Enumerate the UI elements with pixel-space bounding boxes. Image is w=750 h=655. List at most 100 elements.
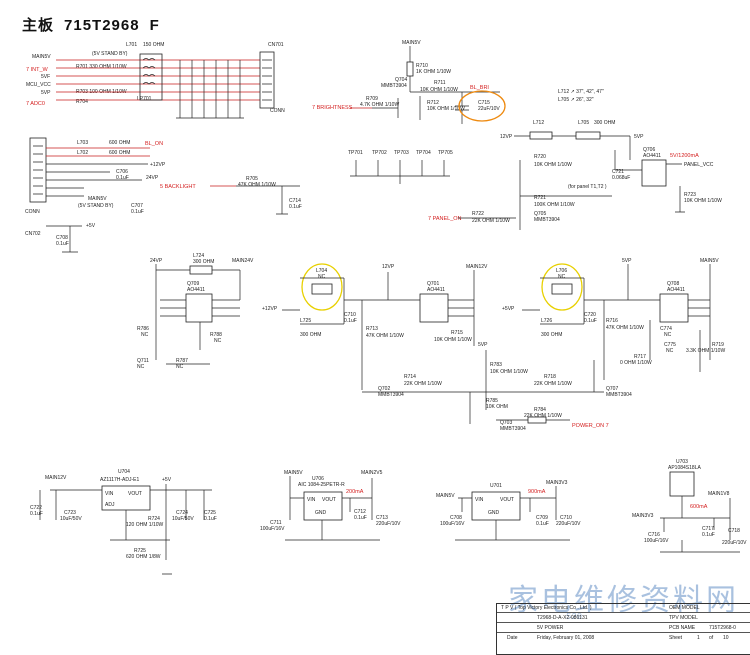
lp701-coil <box>139 53 163 101</box>
val-r719: 3.3K OHM 1/10W <box>686 348 725 354</box>
cur-panel: 5V/1200mA <box>670 153 699 159</box>
lbl-q704: Q704 <box>395 77 407 83</box>
u704-vin: VIN <box>105 491 114 497</box>
u706-body <box>303 491 343 521</box>
bus-wires <box>56 59 260 101</box>
lbl-r715: R715 <box>451 330 463 336</box>
lbl-r701: R701 330 OHM 1/10W <box>76 64 127 70</box>
lbl-r717: R717 <box>634 354 646 360</box>
cur-u703: 600mA <box>690 504 708 510</box>
net-main5v-2: MAIN5V <box>402 40 421 46</box>
l712-body <box>529 131 553 140</box>
net-adc0: 7 ADC0 <box>26 101 45 107</box>
lbl-q705: Q705 <box>534 211 546 217</box>
val-r786: NC <box>141 332 149 338</box>
u701-vout: VOUT <box>500 497 514 503</box>
tb-sheet-label: Sheet <box>669 635 683 641</box>
panel-vcc-block: L712 L705 300 OHM 12VP 5VP Q706 AO4411 5… <box>428 120 722 230</box>
lbl-l705: L705 <box>578 120 589 126</box>
lbl-l725: L725 <box>300 318 311 324</box>
power-on-drive: 5VP R783 10K OHM 1/10W R714 22K OHM 1/10… <box>361 342 632 432</box>
lbl-r711: R711 <box>434 80 446 86</box>
net-main24v: MAIN24V <box>232 258 254 264</box>
val-r718: 22K OHM 1/10W <box>534 381 572 387</box>
val-l726: 300 OHM <box>541 332 562 338</box>
cn701-block: MAIN5V 7 INT_W 5VF MCU_VCC 5VP 7 ADC0 R7… <box>26 42 285 119</box>
switch-12v: L704 NC +12VP L725 300 OHM 12VP MAIN12V … <box>262 263 488 360</box>
net-plus12v: +12VP <box>262 306 278 312</box>
val-c708: 0.1uF <box>56 241 69 247</box>
r710-body <box>406 61 414 77</box>
lbl-q703: Q703 <box>500 420 512 426</box>
cn701-pins <box>262 59 272 101</box>
val-r787: NC <box>176 364 184 370</box>
val-c707: 0.1uF <box>131 209 144 215</box>
val-u706: AIC 1084-25PETR-R <box>298 482 345 488</box>
u704-vout: VOUT <box>128 491 142 497</box>
val-c710b: 220uF/10V <box>556 521 581 527</box>
val-q702: MMBT3904 <box>378 392 404 398</box>
lbl-l726: L726 <box>541 318 552 324</box>
reg-u704: MAIN12V U704 AZ1117H-ADJ-E1 VIN VOUT ADJ… <box>30 469 217 575</box>
w-cn702 <box>46 163 148 253</box>
net-bl-bri: BL_BRI <box>470 85 489 91</box>
net-backlight: 5 BACKLIGHT <box>160 184 196 190</box>
val-r725: 620 OHM 1/8W <box>126 554 161 560</box>
lbl-r710: R710 <box>416 63 428 69</box>
val-c708b: 100uF/16V <box>440 521 465 527</box>
tb-row-company: T P V ( Top Victory Electronics Co . Ltd… <box>497 604 750 613</box>
w-q706 <box>614 136 682 171</box>
val-l703: 600 OHM <box>109 140 130 146</box>
net-main5v-cn: MAIN5V <box>88 196 107 202</box>
brightness-block: MAIN5V R710 1K OHM 1/10W Q704 MMBT3904 R… <box>312 40 506 124</box>
lbl-c720: C720 <box>584 312 596 318</box>
q701-body <box>419 293 449 323</box>
net-12vp: 12VP <box>500 134 513 140</box>
highlight-l704 <box>301 263 343 311</box>
u704-adj: ADJ <box>105 502 115 508</box>
net-24vp: 24VP <box>146 175 159 181</box>
title-block: T P V ( Top Victory Electronics Co . Ltd… <box>496 603 750 655</box>
net-bl: BL_ON <box>145 141 163 147</box>
cur-u701: 900mA <box>528 489 546 495</box>
u701-gnd: GND <box>488 510 500 516</box>
net-main5v-3: MAIN5V <box>700 258 719 264</box>
net-main12v-2: MAIN12V <box>45 475 67 481</box>
val-l701: 150 OHM <box>143 42 164 48</box>
lbl-c724: C724 <box>176 510 188 516</box>
lbl-c708: C708 <box>56 235 68 241</box>
cn702-body <box>29 137 47 203</box>
val-r714: 22K OHM 1/10W <box>404 381 442 387</box>
tb-row-date: Date Friday, February 01, 2008 Sheet 1 o… <box>497 634 750 642</box>
filter-caps-wires <box>179 60 241 118</box>
val-c711: 100uF/16V <box>260 526 285 532</box>
net-12vp-2: +12VP <box>150 162 166 168</box>
lbl-c718: C718 <box>728 528 740 534</box>
val-c714: 0.1uF <box>289 204 302 210</box>
val-l724: 300 OHM <box>193 259 214 265</box>
lbl-r718: R718 <box>544 374 556 380</box>
val-r705: 47K OHM 1/10W <box>238 182 276 188</box>
val-r784: 22K OHM 1/10W <box>524 413 562 419</box>
val-l705: 300 OHM <box>594 120 615 126</box>
val-q704: MMBT3904 <box>381 83 407 89</box>
val-c713: 220uF/10V <box>376 521 401 527</box>
net-5vp-b: 5VP <box>634 134 644 140</box>
u703-body <box>669 471 695 497</box>
u701-vin: VIN <box>475 497 484 503</box>
conn-note-2: (5V STAND BY) <box>78 203 114 209</box>
net-5vp-4: 5VP <box>478 342 488 348</box>
val-r722: 22K OHM 1/10W <box>472 218 510 224</box>
lbl-c711: C711 <box>270 520 282 526</box>
val-q707: MMBT3904 <box>606 392 632 398</box>
lbl-r788: R788 <box>210 332 222 338</box>
watermark-url: 520 <box>566 612 583 622</box>
lbl-r787: R787 <box>176 358 188 364</box>
net-main12v: MAIN12V <box>466 264 488 270</box>
lbl-c774: C774 <box>660 326 672 332</box>
cn702-block: CONN CN702 L703 600 OHM L702 600 OHM BL_… <box>25 137 302 253</box>
val-c725: 0.1uF <box>204 516 217 522</box>
lbl-c713: C713 <box>376 515 388 521</box>
val-c722: 0.1uF <box>30 511 43 517</box>
